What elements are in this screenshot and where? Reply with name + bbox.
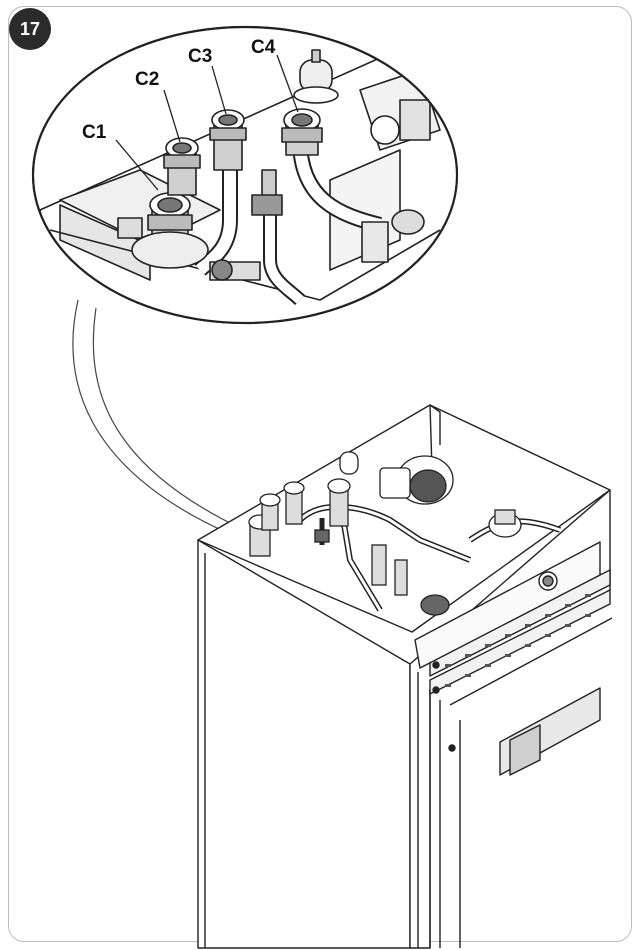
unit-internals — [248, 451, 562, 616]
callout-c1-label: C1 — [82, 122, 107, 143]
detail-magnifier — [31, 25, 459, 325]
magnifier-leader-lines — [72, 299, 241, 536]
unit-cabinet — [197, 404, 613, 949]
step-number-badge: 17 — [9, 8, 51, 50]
callout-c2-label: C2 — [135, 69, 159, 90]
callout-leaders — [115, 54, 299, 191]
rail-perforations — [445, 594, 591, 687]
callout-c4-label: C4 — [251, 37, 276, 58]
callout-c3-label: C3 — [188, 46, 212, 67]
